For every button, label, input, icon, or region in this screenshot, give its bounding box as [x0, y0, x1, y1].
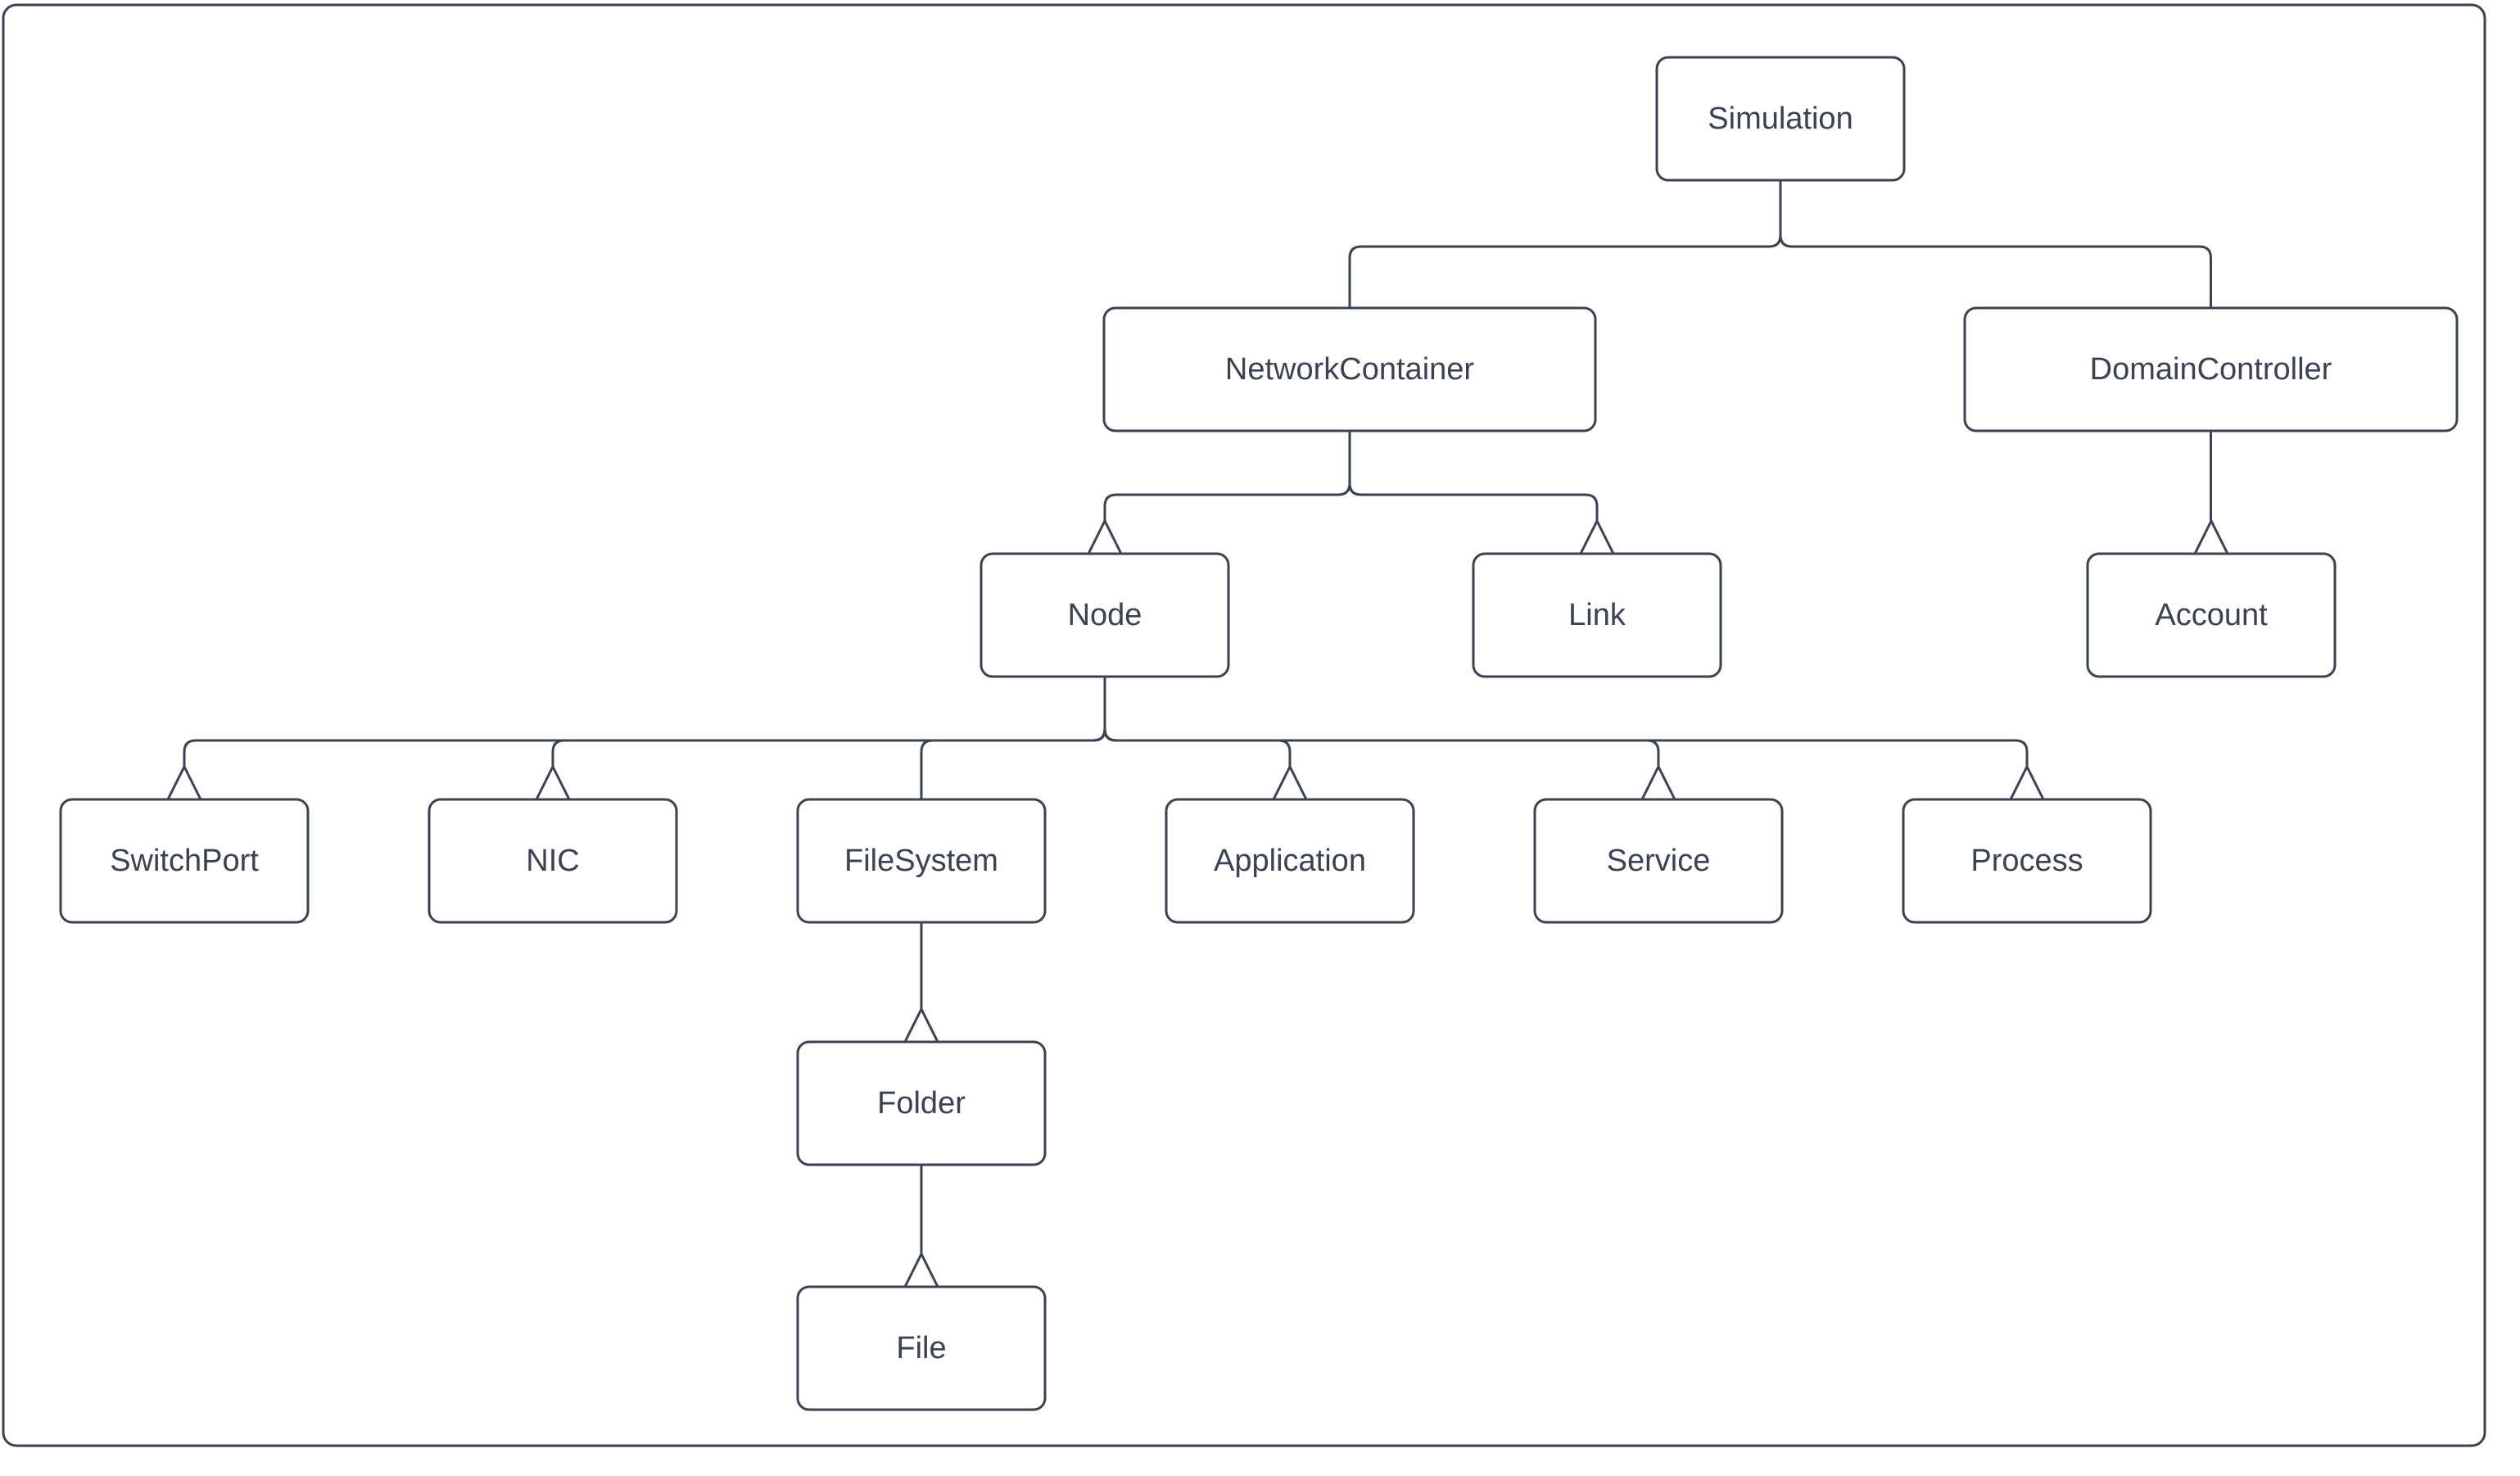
class-label-filesystem: FileSystem — [844, 844, 998, 878]
class-label-account: Account — [2155, 598, 2268, 632]
generalization-arrow-service — [1640, 763, 1676, 800]
class-box-link[interactable] — [1472, 552, 1722, 678]
generalization-arrow-file — [903, 1251, 939, 1288]
class-box-service[interactable] — [1533, 798, 1784, 924]
class-box-process[interactable] — [1902, 798, 2152, 924]
class-label-switchport: SwitchPort — [110, 844, 259, 878]
class-node-application[interactable]: Application — [1165, 798, 1415, 924]
class-box-filesystem[interactable] — [796, 798, 1047, 924]
class-label-application: Application — [1214, 844, 1366, 878]
class-node-simulation[interactable]: Simulation — [1655, 56, 1906, 182]
class-box-switchport[interactable] — [59, 798, 310, 924]
class-box-nic[interactable] — [428, 798, 678, 924]
class-box-account[interactable] — [2086, 552, 2337, 678]
class-label-file: File — [896, 1331, 946, 1365]
class-node-account[interactable]: Account — [2086, 552, 2337, 678]
class-node-switchport[interactable]: SwitchPort — [59, 798, 310, 924]
class-node-process[interactable]: Process — [1902, 798, 2152, 924]
class-node-nic[interactable]: NIC — [428, 798, 678, 924]
class-node-service[interactable]: Service — [1533, 798, 1784, 924]
generalization-arrow-nic — [535, 763, 571, 800]
class-label-node: Node — [1068, 598, 1142, 632]
generalization-arrow-account — [2193, 518, 2229, 555]
class-label-networkcontainer: NetworkContainer — [1225, 352, 1474, 387]
class-box-networkcontainer[interactable] — [1102, 306, 1597, 432]
class-label-service: Service — [1607, 844, 1711, 878]
class-label-simulation: Simulation — [1708, 102, 1853, 136]
class-box-domaincontroller[interactable] — [1963, 306, 2459, 432]
class-box-file[interactable] — [796, 1285, 1047, 1411]
generalization-arrow-node — [1087, 518, 1123, 555]
class-node-networkcontainer[interactable]: NetworkContainer — [1102, 306, 1597, 432]
class-label-domaincontroller: DomainController — [2090, 352, 2332, 387]
class-box-simulation[interactable] — [1655, 56, 1906, 182]
class-node-file[interactable]: File — [796, 1285, 1047, 1411]
class-box-folder[interactable] — [796, 1040, 1047, 1166]
generalization-arrow-link — [1579, 518, 1615, 555]
generalization-arrow-application — [1272, 763, 1308, 800]
class-label-link: Link — [1568, 598, 1626, 632]
edge-simulation-to-domaincontroller — [1779, 180, 2212, 308]
class-node-folder[interactable]: Folder — [796, 1040, 1047, 1166]
edges-layer — [166, 180, 2229, 1288]
generalization-arrow-process — [2009, 763, 2045, 800]
class-node-filesystem[interactable]: FileSystem — [796, 798, 1047, 924]
generalization-arrow-folder — [903, 1006, 939, 1043]
class-box-node[interactable] — [979, 552, 1230, 678]
class-node-link[interactable]: Link — [1472, 552, 1722, 678]
class-node-domaincontroller[interactable]: DomainController — [1963, 306, 2459, 432]
class-label-nic: NIC — [526, 844, 579, 878]
canvas-border — [2, 3, 2486, 1447]
class-label-process: Process — [1970, 844, 2083, 878]
class-node-node[interactable]: Node — [979, 552, 1230, 678]
edge-node-to-process — [1103, 677, 2029, 767]
class-box-application[interactable] — [1165, 798, 1415, 924]
class-label-folder: Folder — [877, 1086, 966, 1121]
generalization-arrow-switchport — [166, 763, 202, 800]
edge-networkcontainer-to-link — [1348, 431, 1599, 521]
